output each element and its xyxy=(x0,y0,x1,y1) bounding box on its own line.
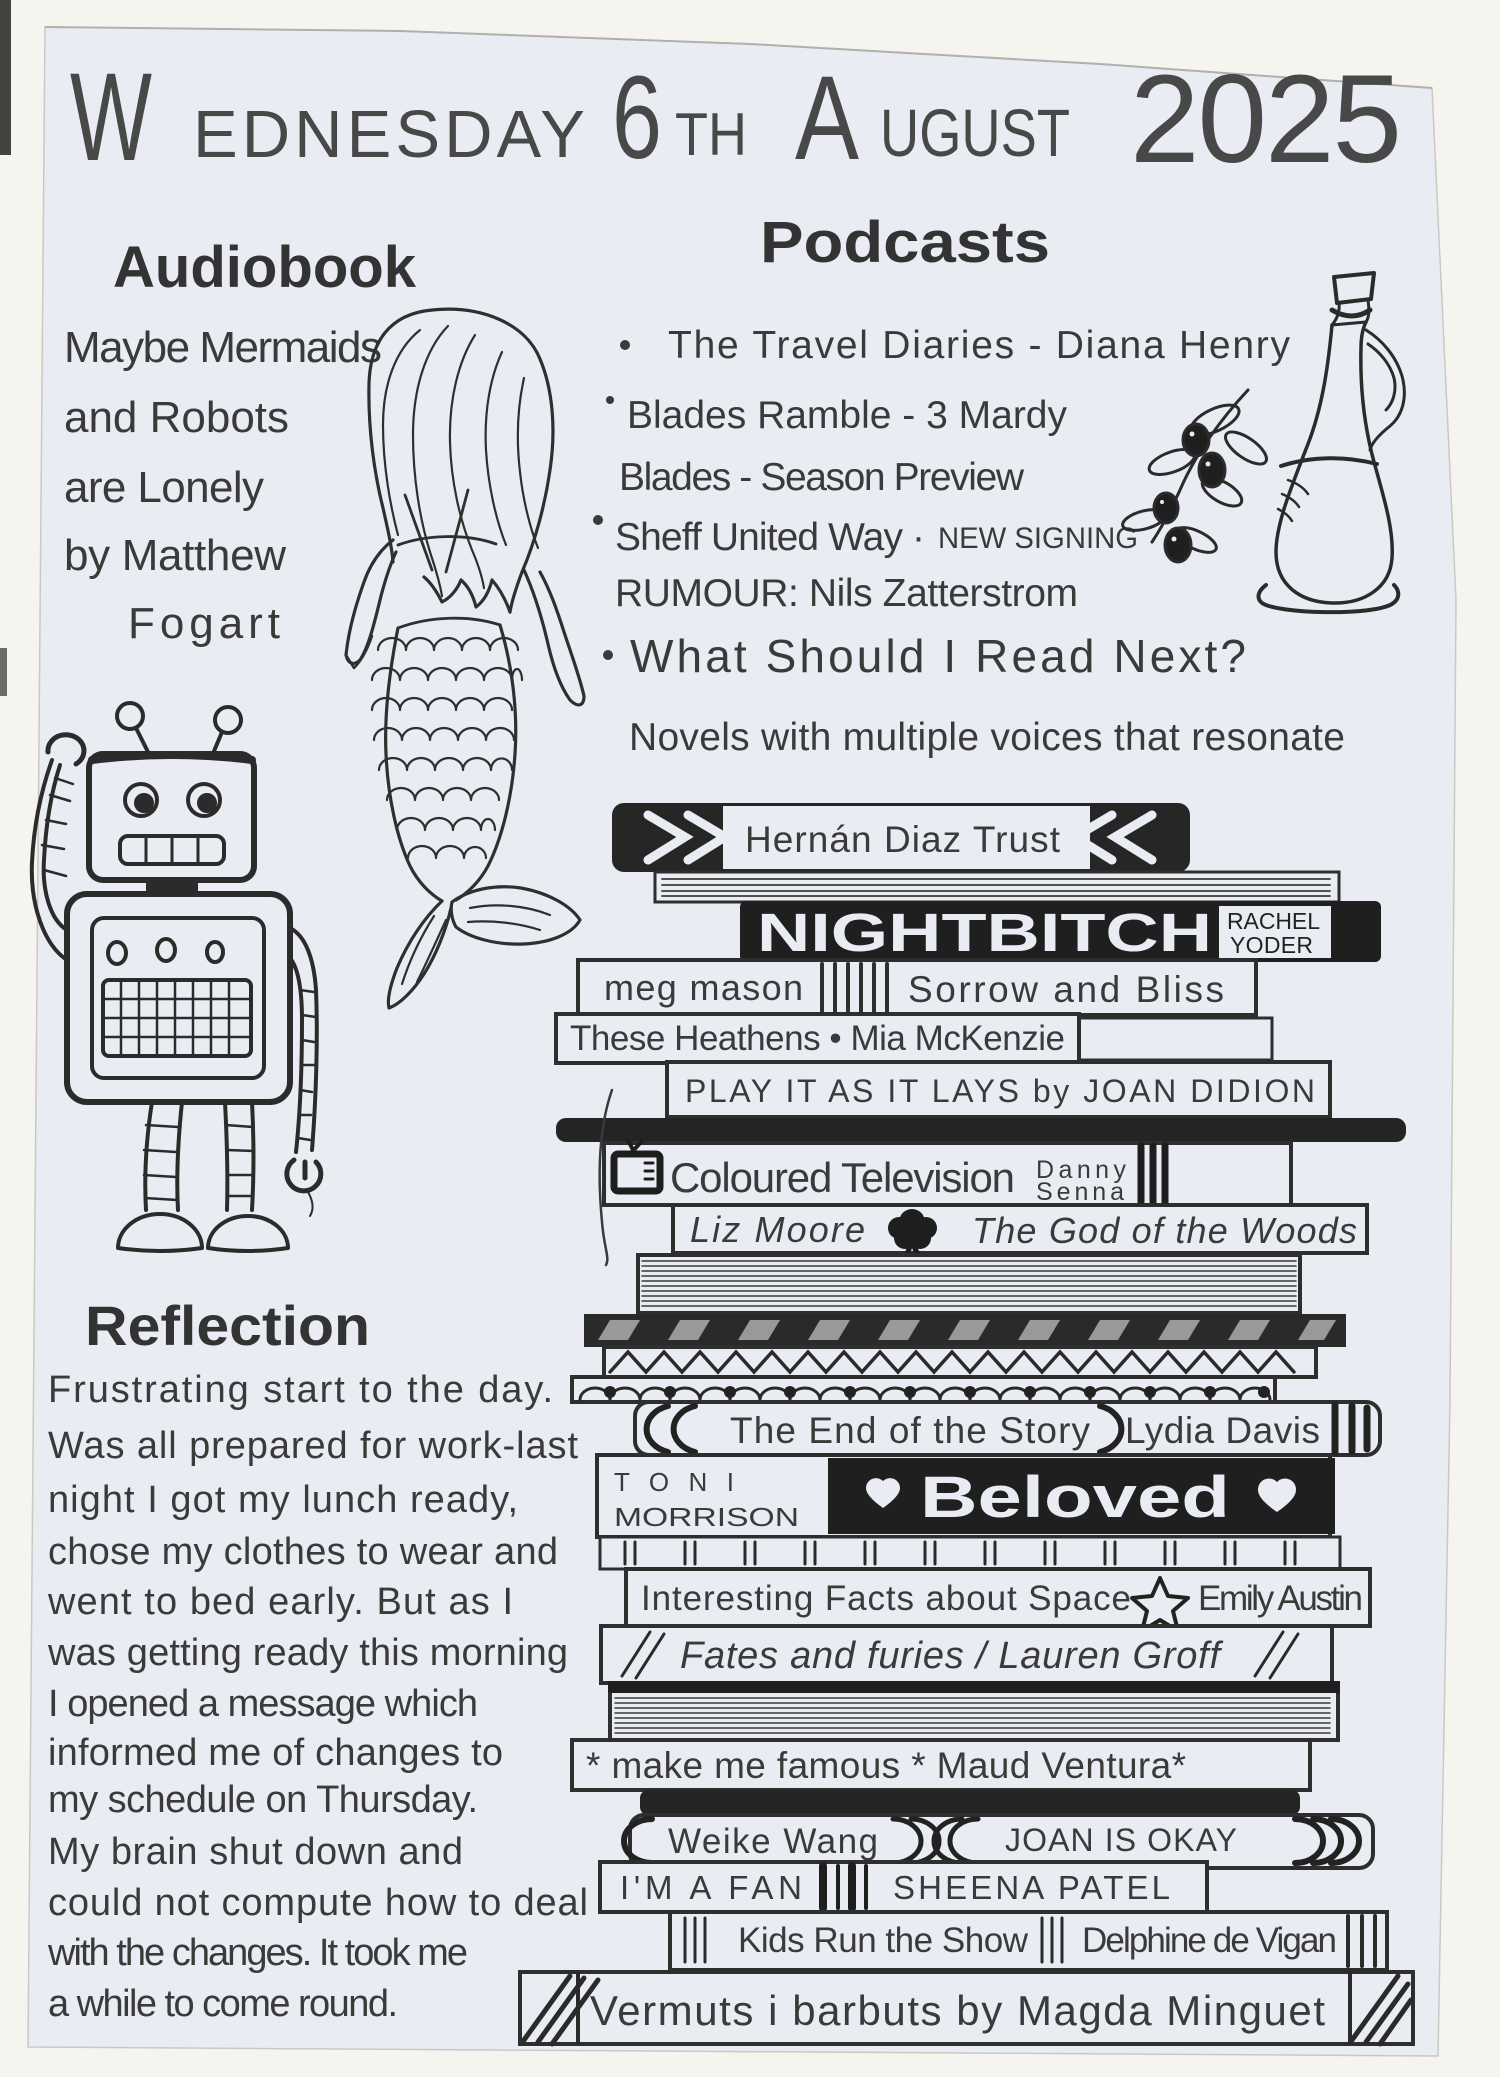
svg-text:meg mason: meg mason xyxy=(604,967,803,1008)
svg-text:Hernán Diaz Trust: Hernán Diaz Trust xyxy=(745,819,1061,860)
svg-text:The Travel Diaries - Diana Hen: The Travel Diaries - Diana Henry xyxy=(668,324,1291,367)
svg-text:Blades Ramble - 3 Mardy: Blades Ramble - 3 Mardy xyxy=(627,394,1068,437)
svg-text:by Matthew: by Matthew xyxy=(64,531,286,580)
svg-text:a while to come round.: a while to come round. xyxy=(48,1983,398,2025)
svg-text:A: A xyxy=(795,51,859,185)
svg-text:Kids Run the Show: Kids Run the Show xyxy=(738,1921,1029,1960)
svg-text:YODER: YODER xyxy=(1230,932,1315,958)
svg-text:Sorrow and Bliss: Sorrow and Bliss xyxy=(908,969,1224,1010)
svg-text:EDNESDAY: EDNESDAY xyxy=(193,97,585,172)
svg-text:My brain shut down and: My brain shut down and xyxy=(48,1831,463,1873)
svg-text:I'M A FAN: I'M A FAN xyxy=(620,1869,805,1906)
svg-text:was getting ready this morning: was getting ready this morning xyxy=(47,1632,568,1674)
svg-text:The God of the Woods: The God of the Woods xyxy=(972,1210,1357,1251)
svg-text:Reflection: Reflection xyxy=(85,1294,370,1357)
svg-text:Weike Wang: Weike Wang xyxy=(668,1822,878,1861)
svg-text:RUMOUR: Nils Zatterstrom: RUMOUR: Nils Zatterstrom xyxy=(615,572,1078,615)
svg-text:Senna: Senna xyxy=(1036,1178,1124,1206)
svg-text:What Should I Read Next?: What Should I Read Next? xyxy=(630,630,1246,682)
svg-text:Was all prepared for work-last: Was all prepared for work-last xyxy=(48,1425,578,1467)
svg-text:Sheff United Way ·: Sheff United Way · xyxy=(615,516,925,559)
svg-text:Lydia Davis: Lydia Davis xyxy=(1125,1410,1320,1451)
svg-text:Coloured Television: Coloured Television xyxy=(670,1154,1015,1201)
svg-text:These Heathens • Mia McKenzie: These Heathens • Mia McKenzie xyxy=(570,1019,1065,1058)
svg-text:and Robots: and Robots xyxy=(64,393,289,442)
svg-text:MORRISON: MORRISON xyxy=(614,1502,799,1532)
svg-text:Audiobook: Audiobook xyxy=(113,235,417,300)
svg-text:Vermuts i barbuts by Magda Min: Vermuts i barbuts by Magda Minguet xyxy=(590,1987,1325,2034)
svg-text:Podcasts: Podcasts xyxy=(760,210,1050,275)
svg-text:my schedule on Thursday.: my schedule on Thursday. xyxy=(48,1779,478,1821)
svg-text:Fogart: Fogart xyxy=(128,599,280,648)
svg-text:went to bed early. But as I: went to bed early. But as I xyxy=(47,1581,513,1623)
svg-text:SHEENA PATEL: SHEENA PATEL xyxy=(893,1869,1173,1906)
svg-text:with the changes. It took me: with the changes. It took me xyxy=(47,1932,468,1974)
svg-text:UGUST: UGUST xyxy=(880,96,1070,171)
svg-text:PLAY IT AS IT LAYS by JOAN DID: PLAY IT AS IT LAYS by JOAN DIDION xyxy=(685,1073,1315,1109)
svg-text:Fates and furies / Lauren Grof: Fates and furies / Lauren Groff xyxy=(680,1635,1223,1677)
svg-text:Maybe Mermaids: Maybe Mermaids xyxy=(64,323,382,372)
svg-text:NEW SIGNING: NEW SIGNING xyxy=(938,522,1138,555)
svg-text:NIGHTBITCH: NIGHTBITCH xyxy=(757,903,1212,963)
svg-text:Novels with multiple voices th: Novels with multiple voices that resonat… xyxy=(629,716,1345,759)
svg-text:Frustrating start to the day.: Frustrating start to the day. xyxy=(48,1369,553,1411)
svg-text:Interesting Facts about Space: Interesting Facts about Space xyxy=(641,1579,1131,1618)
svg-text:could not compute how to deal: could not compute how to deal xyxy=(48,1882,588,1924)
svg-text:Liz Moore: Liz Moore xyxy=(690,1209,865,1250)
svg-text:2025: 2025 xyxy=(1130,50,1402,189)
svg-text:W: W xyxy=(70,48,152,187)
svg-text:JOAN IS OKAY: JOAN IS OKAY xyxy=(1005,1822,1240,1858)
svg-text:chose my clothes to wear and: chose my clothes to wear and xyxy=(48,1531,558,1573)
svg-text:TH: TH xyxy=(675,101,747,168)
svg-text:Emily Austin: Emily Austin xyxy=(1198,1579,1363,1618)
svg-text:The End of the Story: The End of the Story xyxy=(730,1410,1091,1451)
svg-text:Blades - Season Preview: Blades - Season Preview xyxy=(619,456,1025,499)
svg-text:night I got my lunch ready,: night I got my lunch ready, xyxy=(48,1479,518,1521)
svg-text:6: 6 xyxy=(612,52,662,184)
svg-text:Beloved: Beloved xyxy=(920,1465,1230,1530)
svg-text:RACHEL: RACHEL xyxy=(1227,908,1322,934)
svg-text:informed me of changes to: informed me of changes to xyxy=(48,1732,503,1774)
svg-text:* make me famous * Maud Ventur: * make me famous * Maud Ventura* xyxy=(586,1745,1186,1786)
svg-text:are Lonely: are Lonely xyxy=(64,463,264,512)
svg-text:I opened a message which: I opened a message which xyxy=(48,1683,478,1725)
svg-text:Delphine de Vigan: Delphine de Vigan xyxy=(1082,1921,1337,1960)
